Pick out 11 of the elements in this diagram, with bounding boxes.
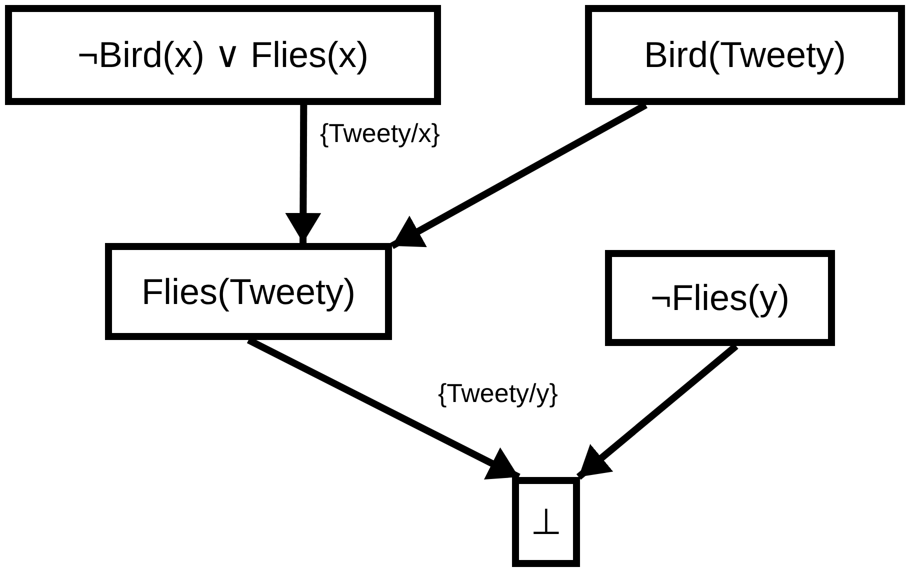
node-text: ⊥ xyxy=(530,501,562,543)
formula-box xyxy=(5,5,441,105)
formula-box xyxy=(512,477,580,567)
node-text: Flies(Tweety) xyxy=(141,270,356,312)
formula-box xyxy=(585,5,905,105)
arrow xyxy=(285,104,322,244)
node-text: ¬Flies(y) xyxy=(650,277,790,319)
formula-box xyxy=(605,250,835,346)
node-text: ¬Bird(x) ∨ Flies(x) xyxy=(77,34,368,76)
formula-box xyxy=(105,243,392,340)
node-text: Bird(Tweety) xyxy=(644,34,846,76)
